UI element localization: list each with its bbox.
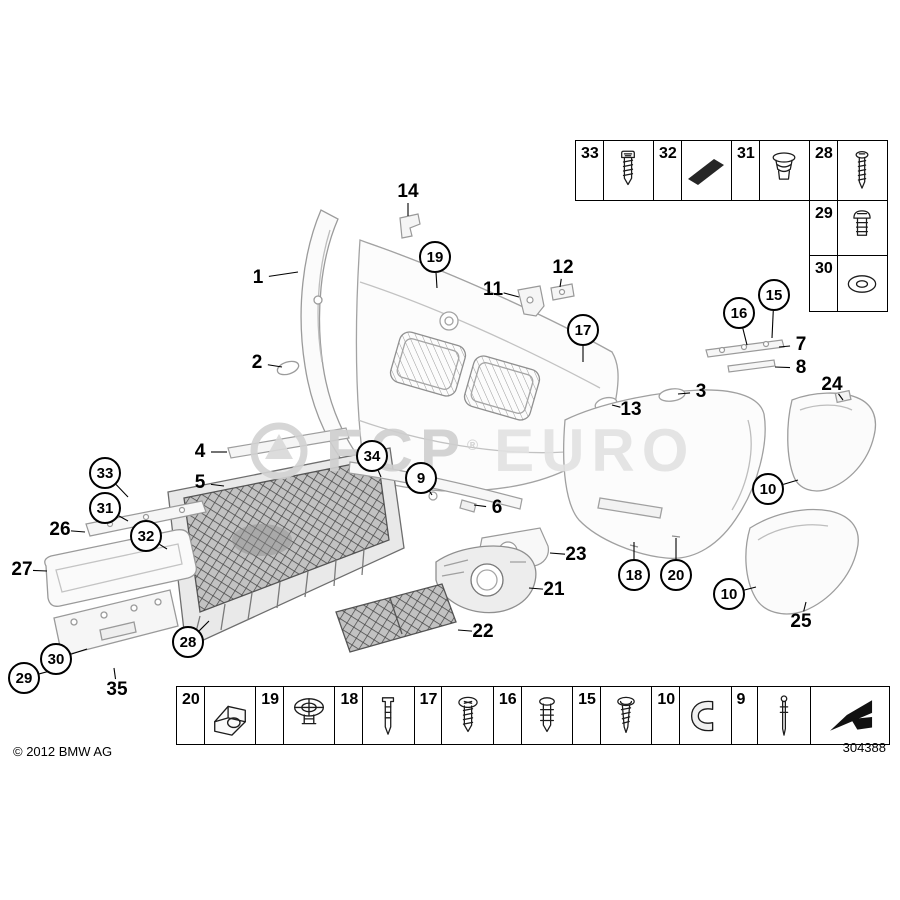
part-bumper-corner	[563, 388, 766, 559]
pan-head-screw-icon	[442, 687, 492, 744]
legend-number: 10	[652, 687, 681, 744]
cage-nut-icon	[205, 687, 255, 744]
tapping-screw-icon	[601, 687, 651, 744]
legend-cell-29: 29	[809, 200, 888, 256]
fastener-table-top: 33 32 31	[575, 140, 889, 312]
legend-cell-20: 20	[177, 687, 257, 744]
legend-cell-17: 17	[415, 687, 494, 744]
kidney-grilles	[389, 331, 541, 421]
legend-cell-9: 9	[732, 687, 811, 744]
legend-number: 18	[335, 687, 364, 744]
fastener-table-bottom: 20 19 18	[176, 686, 890, 745]
legend-number: 19	[256, 687, 285, 744]
legend-cell-18: 18	[335, 687, 415, 744]
adhesive-strip-icon	[682, 141, 731, 200]
machine-screw-icon	[838, 201, 887, 255]
screw-long-icon	[838, 141, 887, 200]
part-21-fog-grille	[435, 545, 537, 614]
legend-number: 28	[810, 141, 838, 200]
legend-cell-16: 16	[494, 687, 574, 744]
legend-number: 32	[654, 141, 682, 200]
legend-cell-31: 31	[731, 140, 810, 201]
legend-cell-19: 19	[256, 687, 336, 744]
part-24-bracket	[787, 389, 877, 492]
pin-rivet-icon	[363, 687, 413, 744]
legend-cell-28: 28	[809, 140, 888, 201]
torx-screw-icon	[604, 141, 653, 200]
long-pin-icon	[758, 687, 810, 744]
legend-number: 17	[415, 687, 443, 744]
part-11-bracket	[517, 285, 545, 317]
legend-cell-15: 15	[573, 687, 653, 744]
legend-number: 16	[494, 687, 522, 744]
part-25-bracket	[745, 508, 859, 615]
copyright-text: © 2012 BMW AG	[13, 744, 113, 759]
diagram-number: 304388	[842, 740, 886, 755]
part-12-bracket	[550, 283, 575, 301]
legend-number: 9	[732, 687, 758, 744]
legend-number: 29	[810, 201, 838, 255]
part-27-plate-filler	[44, 529, 197, 607]
part-14-bracket	[399, 213, 421, 239]
washer-icon	[838, 256, 887, 311]
legend-cell-33: 33	[575, 140, 654, 201]
c-clip-icon	[680, 687, 730, 744]
legend-number: 20	[177, 687, 205, 744]
legend-number: 31	[732, 141, 760, 200]
legend-number: 15	[573, 687, 601, 744]
part-5-center-grille	[167, 447, 405, 649]
direction-arrow-icon	[811, 687, 889, 744]
legend-number: 30	[810, 256, 838, 311]
expanding-rivet-large-icon	[284, 687, 334, 744]
part-22-mesh-grille	[335, 583, 457, 653]
part-8-strip	[727, 359, 776, 373]
expanding-nut-icon	[760, 141, 809, 200]
legend-cell-30: 30	[809, 255, 888, 312]
legend-cell-10: 10	[652, 687, 732, 744]
legend-number: 33	[576, 141, 604, 200]
legend-cell-arrow	[811, 687, 889, 744]
part-7-strip	[705, 339, 785, 358]
blind-rivet-icon	[522, 687, 572, 744]
legend-cell-32: 32	[653, 140, 732, 201]
